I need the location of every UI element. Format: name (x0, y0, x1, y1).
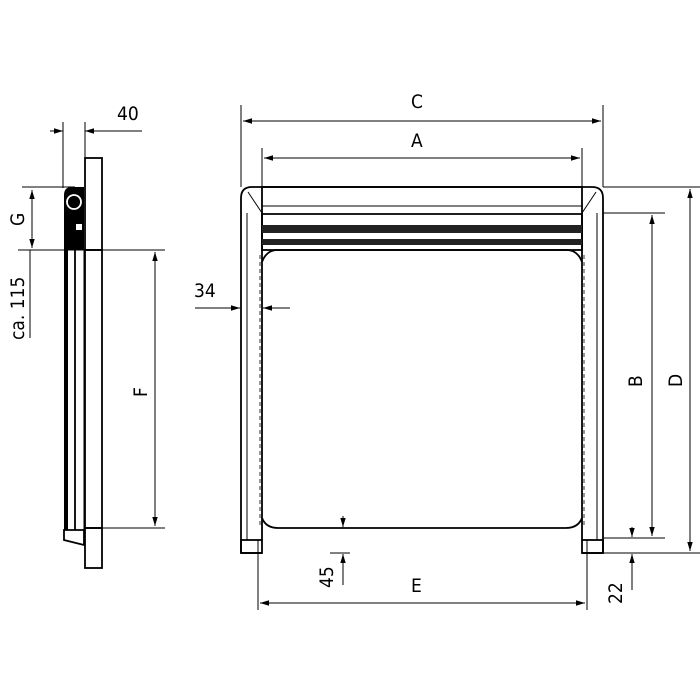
wall-top-hatch (84, 157, 103, 251)
dim-c-label: C (411, 91, 423, 113)
dim-22-label: 22 (605, 582, 627, 604)
cassette-head (64, 187, 84, 250)
dim-34-label: 34 (194, 280, 216, 302)
wall-bottom-hatch (84, 527, 103, 569)
dim-ca115-label: ca. 115 (7, 277, 29, 340)
side-view: 40 G ca. 115 F (7, 103, 165, 569)
dim-40-label: 40 (117, 103, 139, 125)
dim-a-label: A (411, 130, 423, 152)
dim-b-label: B (625, 375, 647, 387)
screen (261, 249, 583, 529)
dim-g-label: G (7, 213, 29, 226)
dim-e-label: E (411, 575, 422, 597)
dim-45-label: 45 (316, 566, 338, 588)
dim-f-label: F (130, 387, 152, 397)
roller-icon (66, 194, 82, 210)
front-view: C A 34 B D 45 E 22 (194, 91, 700, 610)
bottom-lip (63, 529, 85, 547)
dim-d-label: D (665, 374, 687, 387)
wall-middle (84, 249, 103, 529)
